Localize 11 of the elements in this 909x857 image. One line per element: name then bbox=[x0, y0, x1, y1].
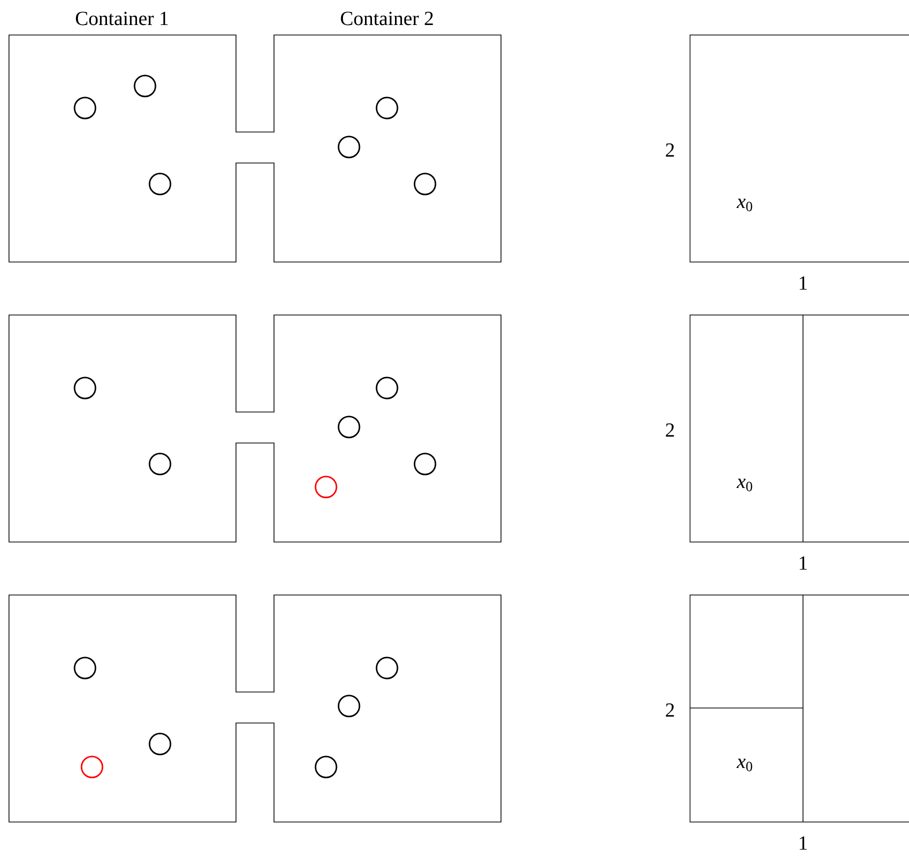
point-label: x$_{0}$ bbox=[736, 478, 752, 492]
axis-label: 1 bbox=[800, 836, 807, 850]
container-label: Container 1 bbox=[76, 12, 168, 26]
axis-label: 2 bbox=[666, 423, 674, 437]
axis-label: 1 bbox=[800, 276, 807, 290]
axis-label: 2 bbox=[666, 143, 674, 157]
axis-label: 1 bbox=[800, 556, 807, 570]
point-label: x$_{0}$ bbox=[736, 758, 752, 772]
point-label: x$_{0}$ bbox=[736, 198, 752, 212]
container-label: Container 2 bbox=[340, 12, 433, 26]
axis-label: 2 bbox=[666, 703, 674, 717]
